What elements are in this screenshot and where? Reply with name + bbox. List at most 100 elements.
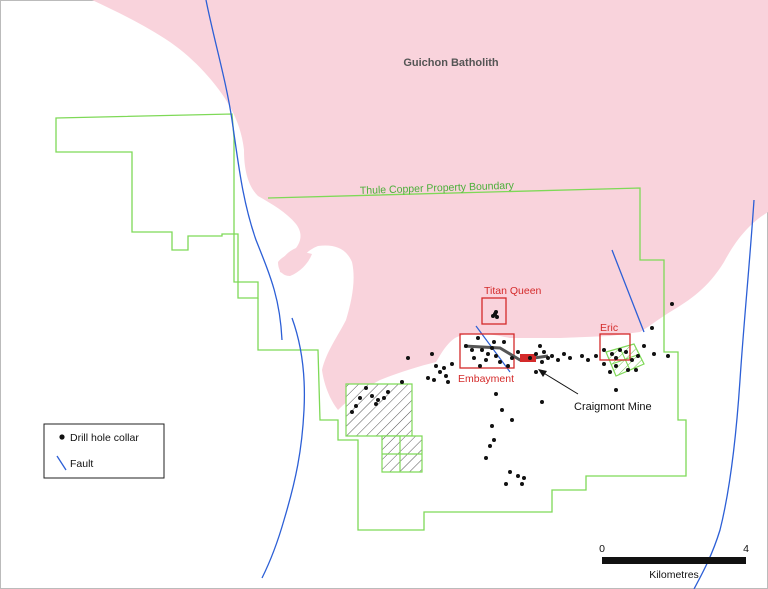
- scale-bar-rect: [602, 557, 746, 564]
- drill-hole-collar: [534, 352, 538, 356]
- mine-arrow-shaft: [541, 371, 579, 395]
- fault-line-west-lower: [261, 317, 306, 579]
- drill-hole-collar: [608, 370, 612, 374]
- drill-hole-collar: [510, 418, 514, 422]
- drill-hole-collar: [618, 348, 622, 352]
- drill-hole-collar: [478, 364, 482, 368]
- drill-hole-collar: [490, 424, 494, 428]
- drill-hole-collar: [504, 482, 508, 486]
- drill-hole-collar: [426, 376, 430, 380]
- drill-hole-collar: [444, 374, 448, 378]
- drill-hole-collar: [540, 400, 544, 404]
- drill-hole-collar: [498, 360, 502, 364]
- drill-hole-collar: [508, 470, 512, 474]
- drill-hole-collar: [484, 358, 488, 362]
- drill-hole-collar: [364, 386, 368, 390]
- drill-hole-collar: [484, 456, 488, 460]
- drill-hole-collar: [492, 438, 496, 442]
- drill-hole-collar: [522, 476, 526, 480]
- drill-hole-collar: [580, 354, 584, 358]
- legend-fault-label: Fault: [70, 458, 93, 470]
- drill-hole-collar: [370, 394, 374, 398]
- drill-hole-collar: [438, 370, 442, 374]
- batholith-label: Guichon Batholith: [403, 57, 499, 69]
- drill-hole-collar: [450, 362, 454, 366]
- drill-hole-collar: [642, 344, 646, 348]
- drill-hole-collar: [610, 352, 614, 356]
- drill-hole-collar: [491, 314, 495, 318]
- fault-line-east: [693, 199, 755, 589]
- drill-hole-collar: [520, 482, 524, 486]
- drill-hole-collar: [382, 396, 386, 400]
- drill-hole-collar: [516, 474, 520, 478]
- drill-hole-collar: [446, 380, 450, 384]
- drill-hole-collar: [534, 370, 538, 374]
- legend: Drill hole collar Fault: [43, 423, 165, 479]
- titan-queen-label: Titan Queen: [484, 285, 542, 297]
- drill-hole-collar: [434, 364, 438, 368]
- legend-fault-symbol: [56, 455, 67, 471]
- drill-hole-collar: [506, 364, 510, 368]
- drill-hole-collar: [430, 352, 434, 356]
- scale-bar: 0 4 Kilometres: [599, 543, 749, 581]
- property-boundary-label: Thule Copper Property Boundary: [360, 180, 515, 197]
- drill-hole-collar: [652, 352, 656, 356]
- drill-hole-collar: [538, 344, 542, 348]
- drill-hole-collar: [358, 396, 362, 400]
- drill-hole-collar: [490, 346, 494, 350]
- drill-hole-collar: [386, 390, 390, 394]
- embayment-box: [459, 333, 515, 369]
- batholith-area: [92, 0, 768, 410]
- drill-hole-collar: [550, 354, 554, 358]
- fault-line-west: [205, 0, 283, 341]
- mine-label: Craigmont Mine: [574, 401, 652, 413]
- drill-hole-collar: [354, 404, 358, 408]
- drill-hole-collar: [666, 354, 670, 358]
- drill-hole-collar: [602, 348, 606, 352]
- drill-hole-collar: [492, 340, 496, 344]
- drill-hole-collar: [594, 354, 598, 358]
- fault-line-eric: [611, 249, 645, 333]
- legend-collar-symbol: [59, 434, 65, 440]
- drill-hole-collar: [494, 310, 498, 314]
- drill-hole-collar: [480, 348, 484, 352]
- drill-hole-collar: [470, 348, 474, 352]
- drill-hole-collar: [586, 358, 590, 362]
- drill-hole-collar: [495, 315, 499, 319]
- drill-hole-collar: [542, 350, 546, 354]
- drill-hole-collar: [472, 356, 476, 360]
- hatched-claim-large: [345, 383, 413, 437]
- drill-hole-collar: [442, 366, 446, 370]
- scale-end: 4: [743, 543, 749, 555]
- drill-hole-collar: [488, 444, 492, 448]
- property-boundary: [55, 113, 259, 299]
- legend-collar-label: Drill hole collar: [70, 432, 139, 444]
- eric-box: [599, 333, 631, 361]
- drill-hole-collar: [494, 354, 498, 358]
- drill-hole-collar: [502, 340, 506, 344]
- eric-label: Eric: [600, 322, 618, 334]
- drill-hole-collar: [432, 378, 436, 382]
- drill-hole-collar: [556, 358, 560, 362]
- drill-hole-collar: [516, 350, 520, 354]
- drill-hole-collar: [624, 350, 628, 354]
- drill-hole-collar: [374, 402, 378, 406]
- drill-hole-collar: [494, 392, 498, 396]
- drill-hole-collar: [546, 356, 550, 360]
- claim-divider: [619, 347, 631, 371]
- drill-hole-collar: [486, 352, 490, 356]
- drill-hole-collar: [510, 356, 514, 360]
- batholith-fragment: [278, 252, 312, 276]
- drill-hole-collar: [614, 364, 618, 368]
- drill-hole-collar: [568, 356, 572, 360]
- drill-hole-collar: [464, 344, 468, 348]
- drill-hole-collar: [650, 326, 654, 330]
- drill-hole-collar: [602, 362, 606, 366]
- drill-hole-collar: [562, 352, 566, 356]
- titan-queen-box: [481, 297, 507, 325]
- drill-hole-collar: [350, 410, 354, 414]
- scale-start: 0: [599, 543, 605, 555]
- drill-hole-collar: [670, 302, 674, 306]
- drill-hole-collar: [626, 368, 630, 372]
